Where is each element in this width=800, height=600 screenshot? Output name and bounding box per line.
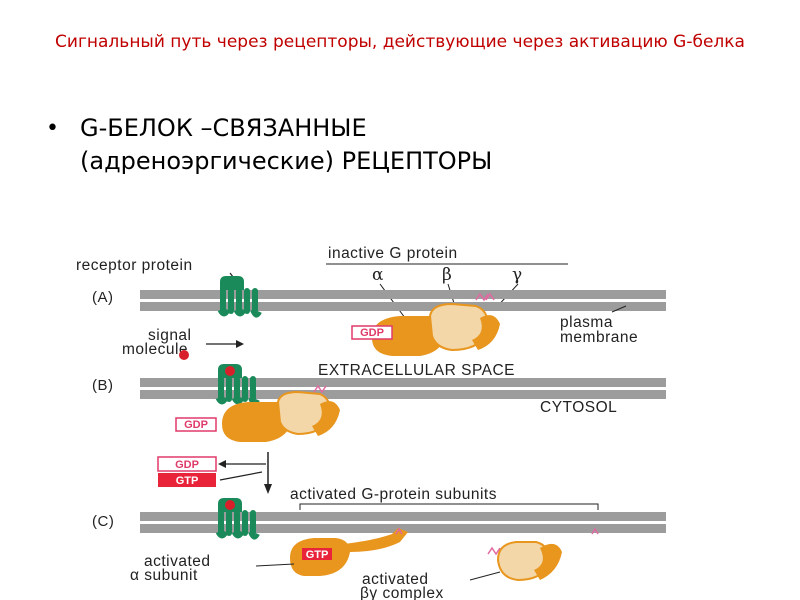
panel-label-a: (A) (92, 289, 114, 306)
bullet-dot: • (46, 116, 59, 141)
plasma-label: plasma (560, 314, 613, 331)
activated-bg-label-2: βγ complex (360, 585, 444, 600)
gdp-badge-b (175, 417, 217, 432)
alpha-label: α (372, 265, 384, 285)
gtp-badge-incoming (158, 473, 216, 487)
receptor-protein-label: receptor protein (76, 257, 193, 274)
gdp-badge-a (351, 325, 393, 340)
receptor-b (218, 364, 258, 404)
membrane-c-outer (140, 512, 666, 521)
bullet-point: • G-БЕЛОК –СВЯЗАННЫЕ (адреноэргические) … (46, 112, 746, 178)
membrane-label: membrane (560, 329, 638, 346)
beta-label: β (442, 265, 452, 285)
gamma-label: γ (512, 265, 522, 285)
gtp-text-bound: GTP (306, 549, 329, 561)
g-alpha-b (222, 402, 294, 442)
gdp-text-released: GDP (175, 459, 199, 471)
panel-label-c: (C) (92, 513, 114, 530)
gtp-text-incoming: GTP (176, 475, 199, 487)
slide-title: Сигнальный путь через рецепторы, действу… (55, 32, 745, 52)
bullet-text-line-2: (адреноэргические) РЕЦЕПТОРЫ (80, 147, 493, 175)
membrane-a-inner (140, 302, 666, 311)
activated-alpha-label-2: α subunit (130, 567, 198, 584)
cytosol-label: CYTOSOL (540, 399, 617, 416)
receptor-c (218, 498, 258, 538)
g-gamma-a (472, 315, 500, 350)
membrane-a-outer (140, 290, 666, 299)
activated-alpha-label-1: activated (144, 553, 211, 570)
panel-label-b: (B) (92, 377, 114, 394)
inactive-g-protein-label: inactive G protein (328, 245, 458, 262)
gdp-text-b: GDP (184, 419, 208, 431)
membrane-b-inner (140, 390, 666, 399)
signal-label: signal (148, 327, 192, 344)
extracellular-space-label: EXTRACELLULAR SPACE (318, 362, 515, 379)
signal-molecule (179, 350, 189, 360)
gdp-text-a: GDP (360, 327, 384, 339)
bound-signal-molecule-c (225, 500, 235, 510)
receptor-a (220, 276, 260, 316)
gdp-badge-released (157, 456, 217, 472)
activated-bg-label-1: activated (362, 571, 429, 588)
gtp-badge-bound (302, 548, 332, 560)
membrane-b-outer (140, 378, 666, 387)
activated-subunits-label: activated G-protein subunits (290, 486, 497, 503)
molecule-label: molecule (122, 341, 188, 358)
membrane-c-inner (140, 524, 666, 533)
bullet-text-line-1: G-БЕЛОК –СВЯЗАННЫЕ (80, 114, 367, 142)
bound-signal-molecule (225, 366, 235, 376)
g-gamma-b (312, 401, 340, 436)
